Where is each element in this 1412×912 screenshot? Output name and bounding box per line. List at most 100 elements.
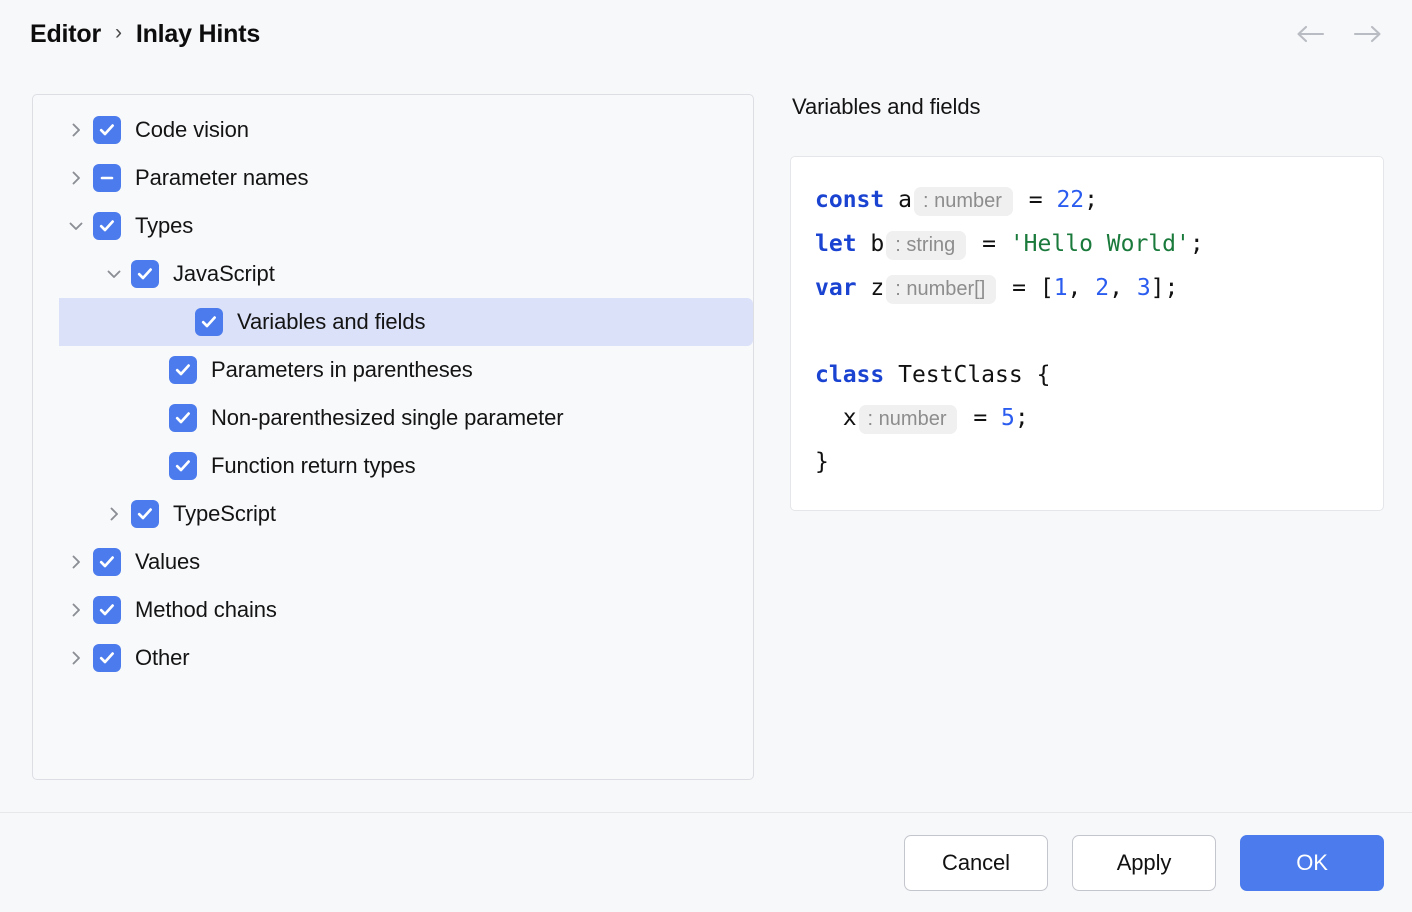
chevron-right-icon[interactable]	[59, 120, 93, 140]
tree-item-typescript[interactable]: TypeScript	[33, 490, 753, 538]
tree-item-non-parenthesized-single-parameter[interactable]: Non-parenthesized single parameter	[33, 394, 753, 442]
code-line: let b: string = 'Hello World';	[815, 223, 1359, 267]
code-token: a	[884, 187, 912, 213]
inlay-hint-badge: : number	[858, 405, 958, 434]
code-token: 'Hello World'	[1009, 231, 1190, 257]
arrow-left-icon	[1295, 23, 1325, 45]
code-token: }	[815, 449, 829, 475]
checkbox-checked[interactable]	[131, 260, 159, 288]
breadcrumb-root[interactable]: Editor	[30, 19, 102, 48]
chevron-right-icon[interactable]	[59, 648, 93, 668]
code-token: ,	[1109, 275, 1137, 301]
checkbox-checked[interactable]	[131, 500, 159, 528]
code-token: 5	[1001, 405, 1015, 431]
ok-button[interactable]: OK	[1240, 834, 1384, 891]
dialog-footer: Cancel Apply OK	[0, 813, 1412, 912]
code-token: 3	[1136, 275, 1151, 301]
checkbox-checked[interactable]	[93, 548, 121, 576]
code-token: 2	[1095, 275, 1110, 301]
navigation-arrows	[1290, 14, 1388, 54]
code-line: }	[815, 441, 1359, 484]
page-title: Inlay Hints	[135, 19, 261, 48]
code-line: var z: number[] = [1, 2, 3];	[815, 267, 1359, 311]
checkbox-checked[interactable]	[169, 404, 197, 432]
code-token: class	[815, 362, 885, 388]
tree-item-other[interactable]: Other	[33, 634, 753, 682]
inlay-hint-badge: : number	[913, 187, 1013, 216]
tree-item-label: Code vision	[135, 117, 249, 142]
tree-item-parameter-names[interactable]: Parameter names	[33, 154, 753, 202]
code-line	[815, 311, 1359, 354]
code-token: x	[815, 405, 857, 431]
chevron-right-icon[interactable]	[59, 600, 93, 620]
code-token: ;	[1084, 187, 1098, 213]
code-token: b	[856, 231, 885, 257]
tree-item-label: Function return types	[211, 453, 416, 478]
tree-item-types[interactable]: Types	[33, 202, 753, 250]
tree-item-label: Non-parenthesized single parameter	[211, 405, 564, 430]
code-line: const a: number = 22;	[815, 179, 1359, 223]
checkbox-checked[interactable]	[195, 308, 223, 336]
code-token: =	[968, 231, 1010, 257]
chevron-down-icon[interactable]	[97, 264, 131, 284]
code-token: const	[815, 187, 885, 213]
code-token: z	[856, 275, 885, 301]
tree-item-function-return-types[interactable]: Function return types	[33, 442, 753, 490]
code-preview: const a: number = 22;let b: string = 'He…	[790, 156, 1384, 511]
breadcrumb-separator-icon: ›	[115, 21, 122, 44]
preview-title: Variables and fields	[792, 94, 981, 119]
preview-panel: Variables and fields const a: number = 2…	[790, 94, 1384, 511]
chevron-down-icon[interactable]	[59, 216, 93, 236]
inlay-hint-badge: : string	[886, 231, 967, 260]
code-token: ,	[1067, 275, 1096, 301]
code-token: ;	[1014, 405, 1029, 431]
back-button[interactable]	[1290, 14, 1330, 54]
tree-item-label: Other	[135, 645, 190, 670]
tree-item-label: Parameter names	[135, 165, 309, 190]
tree-item-label: Parameters in parentheses	[211, 357, 473, 382]
forward-button[interactable]	[1348, 14, 1388, 54]
code-token: =	[1014, 187, 1057, 213]
tree-item-label: Values	[135, 549, 201, 574]
code-line: class TestClass {	[815, 354, 1359, 397]
code-line: x: number = 5;	[815, 397, 1359, 441]
tree-item-code-vision[interactable]: Code vision	[33, 106, 753, 154]
checkbox-checked[interactable]	[93, 116, 121, 144]
code-token: ];	[1150, 275, 1179, 301]
checkbox-checked[interactable]	[93, 644, 121, 672]
code-token: TestClass {	[884, 362, 1051, 388]
checkbox-indeterminate[interactable]	[93, 164, 121, 192]
tree-item-values[interactable]: Values	[33, 538, 753, 586]
chevron-right-icon[interactable]	[59, 168, 93, 188]
tree-item-variables-and-fields[interactable]: Variables and fields	[59, 298, 753, 346]
cancel-button[interactable]: Cancel	[904, 834, 1048, 891]
tree-item-label: TypeScript	[173, 501, 276, 526]
code-token: = [	[998, 275, 1054, 301]
code-token: 1	[1053, 275, 1068, 301]
code-token: =	[959, 405, 1002, 431]
apply-button[interactable]: Apply	[1072, 834, 1216, 891]
arrow-right-icon	[1353, 23, 1383, 45]
breadcrumb: Editor › Inlay Hints	[30, 20, 260, 49]
tree-item-label: Variables and fields	[237, 309, 426, 334]
checkbox-checked[interactable]	[169, 452, 197, 480]
tree-item-method-chains[interactable]: Method chains	[33, 586, 753, 634]
tree-item-javascript[interactable]: JavaScript	[33, 250, 753, 298]
dialog-header: Editor › Inlay Hints	[0, 0, 1412, 68]
checkbox-checked[interactable]	[169, 356, 197, 384]
chevron-right-icon[interactable]	[59, 552, 93, 572]
footer-separator	[0, 812, 1412, 813]
tree-item-parameters-in-parentheses[interactable]: Parameters in parentheses	[33, 346, 753, 394]
code-token: 22	[1056, 187, 1085, 213]
tree-item-label: JavaScript	[173, 261, 275, 286]
code-token: ;	[1189, 231, 1204, 257]
tree-item-label: Types	[135, 213, 194, 238]
code-token: var	[815, 275, 857, 301]
checkbox-checked[interactable]	[93, 212, 121, 240]
tree-item-label: Method chains	[135, 597, 277, 622]
code-token: let	[815, 231, 857, 257]
inlay-hint-badge: : number[]	[886, 275, 997, 304]
chevron-right-icon[interactable]	[97, 504, 131, 524]
checkbox-checked[interactable]	[93, 596, 121, 624]
